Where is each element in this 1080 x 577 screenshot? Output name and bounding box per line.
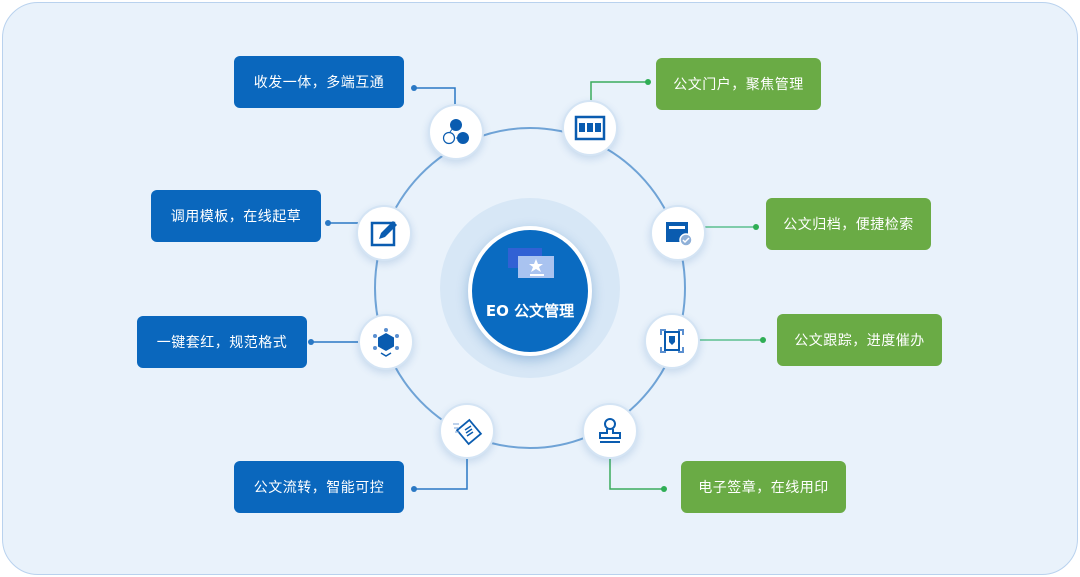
document-card-star-icon — [508, 248, 554, 278]
feature-box-portal: 公文门户，聚焦管理 — [656, 58, 821, 110]
connector-4 — [414, 458, 468, 490]
center-title: EO 公文管理 — [485, 302, 575, 320]
feature-box-template: 调用模板，在线起草 — [151, 190, 321, 242]
network-nodes-icon — [428, 104, 484, 160]
main-ring — [374, 127, 686, 449]
connector-1 — [414, 87, 456, 106]
archive-check-icon — [650, 205, 706, 261]
center-hub: EO 公文管理 — [468, 226, 592, 356]
feature-box-flow: 公文流转，智能可控 — [234, 461, 404, 513]
connector-5 — [590, 81, 648, 102]
connector-8 — [609, 458, 664, 490]
document-flow-icon — [439, 403, 495, 459]
feature-box-tracking: 公文跟踪，进度催办 — [777, 314, 942, 366]
feature-box-send-receive: 收发一体，多端互通 — [234, 56, 404, 108]
feature-box-archive: 公文归档，便捷检索 — [766, 198, 931, 250]
feature-box-red-header: 一键套红，规范格式 — [137, 316, 307, 368]
edit-pencil-icon — [356, 205, 412, 261]
portal-grid-icon — [562, 100, 618, 156]
shield-scan-icon — [644, 313, 700, 369]
feature-box-signature: 电子签章，在线用印 — [681, 461, 846, 513]
stamp-icon — [582, 403, 638, 459]
hexagon-format-icon — [358, 314, 414, 370]
